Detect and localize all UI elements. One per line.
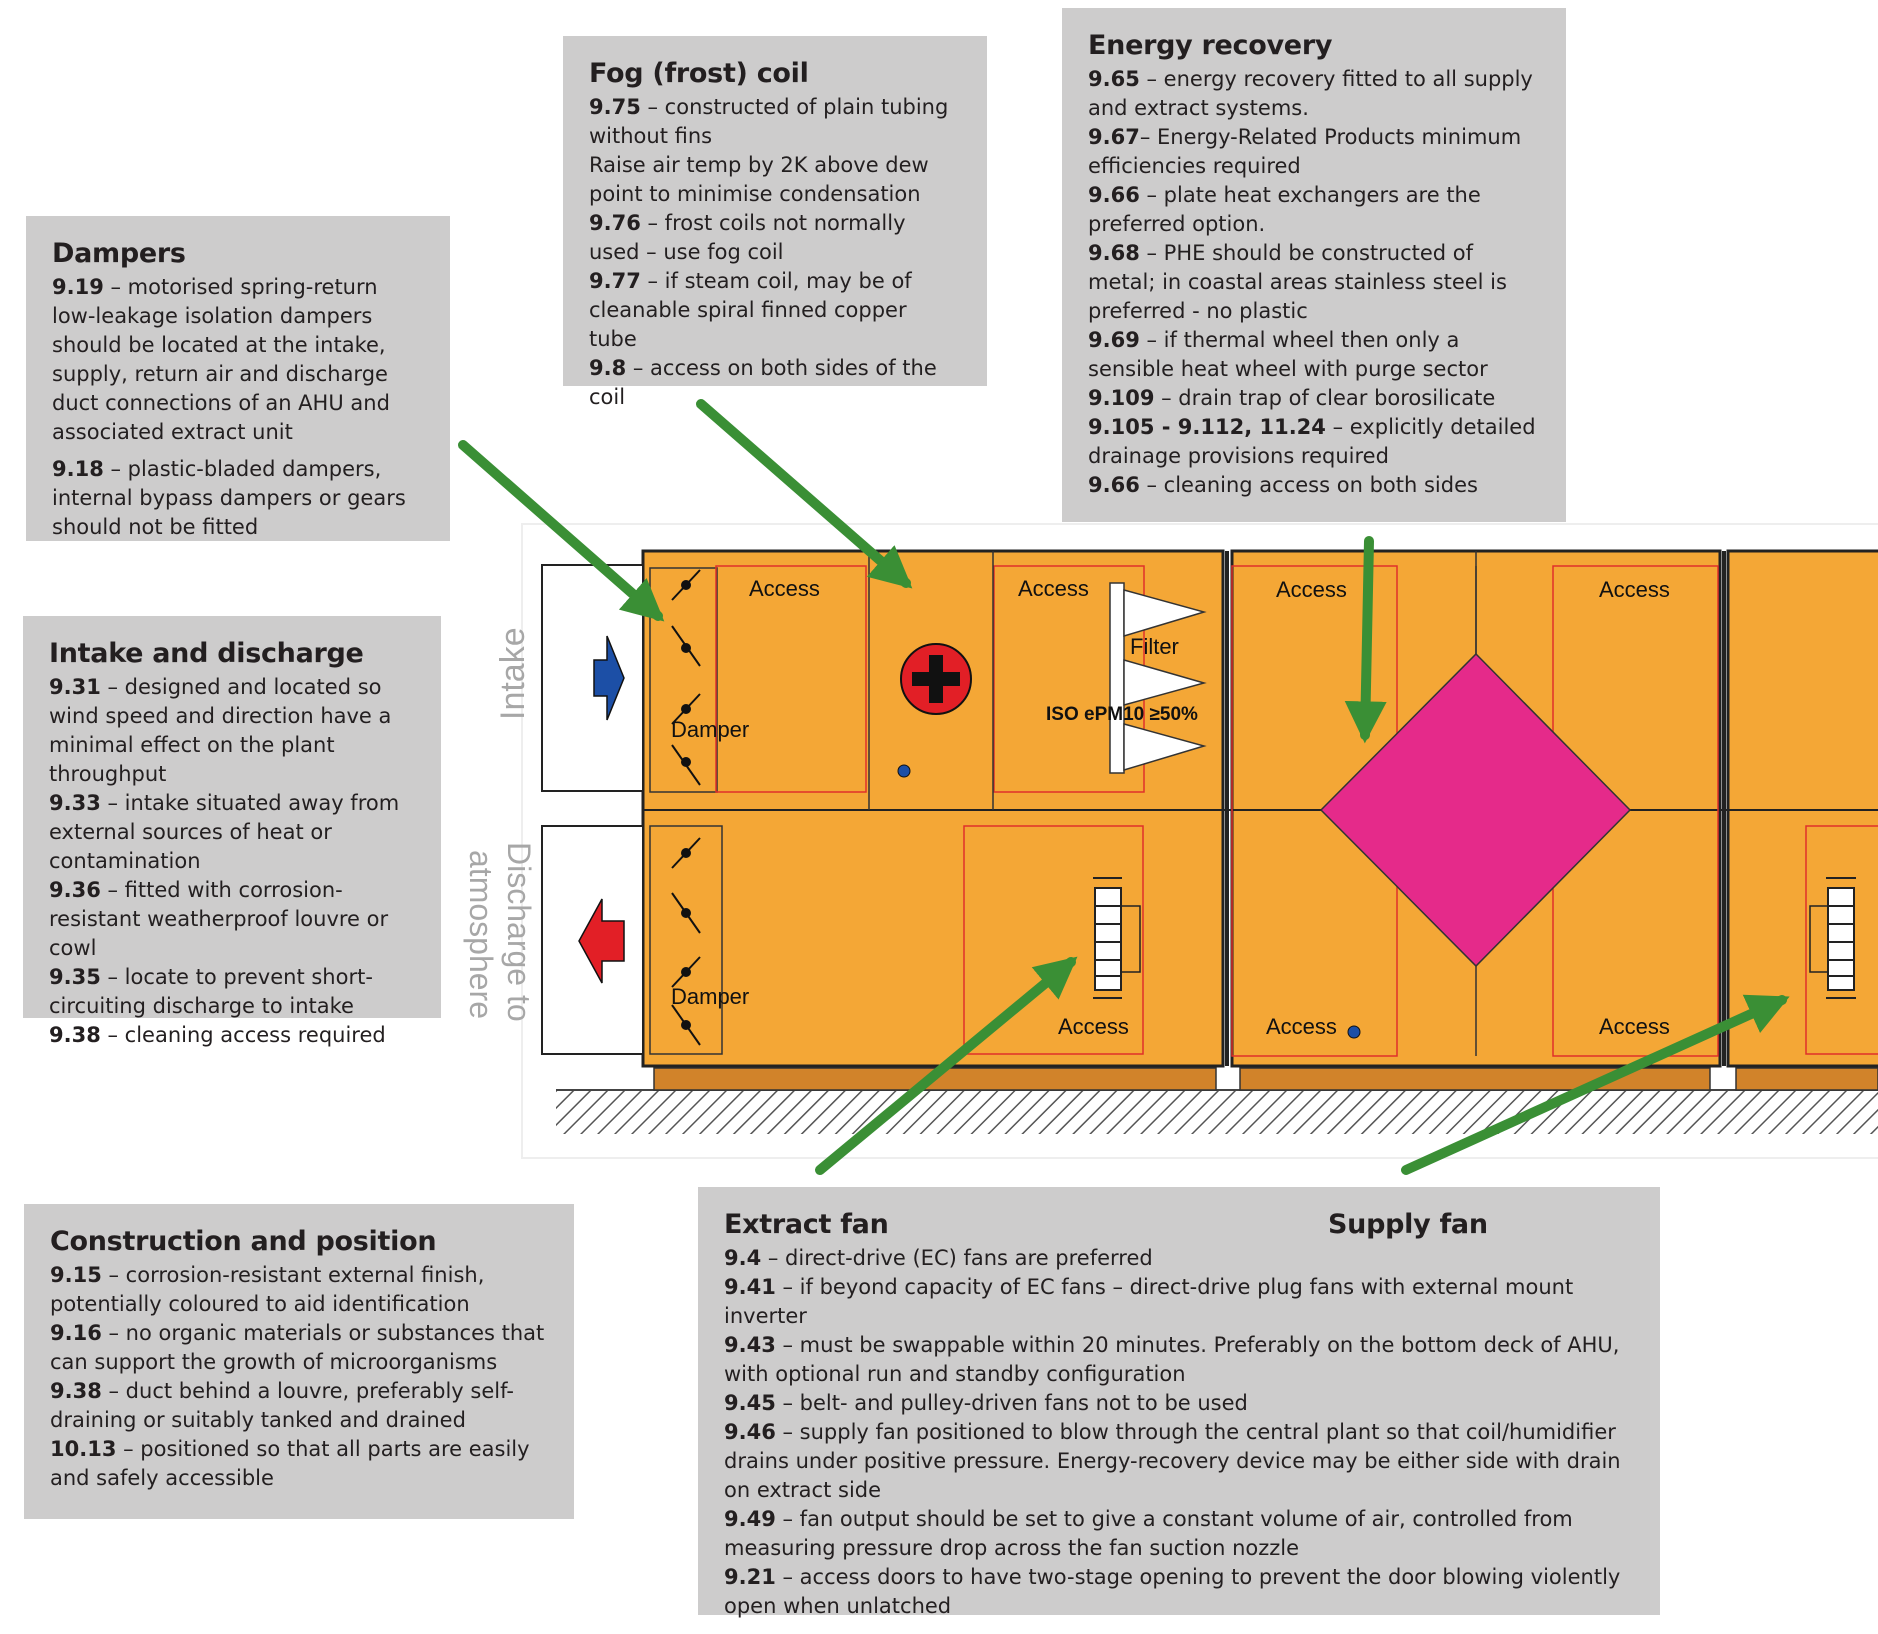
intake-discharge-item: 9.35 – locate to prevent short-circuitin… [49, 965, 373, 1018]
dampers-item: 9.18 – plastic-bladed dampers, internal … [52, 457, 406, 539]
fans-item: 9.43 – must be swappable within 20 minut… [724, 1333, 1620, 1386]
fog-coil-item: 9.77 – if steam coil, may be of cleanabl… [589, 269, 912, 351]
ahu-casing-section-3 [1726, 549, 1878, 1068]
filter-icon [1109, 582, 1207, 774]
fans-item: 9.46 – supply fan positioned to blow thr… [724, 1420, 1621, 1502]
intake-discharge-item: 9.36 – fitted with corrosion-resistant w… [49, 878, 389, 960]
energy-recovery-item: 9.65 – energy recovery fitted to all sup… [1088, 67, 1533, 120]
base-rail [1735, 1067, 1878, 1091]
plate-heat-exchanger-icon [1319, 551, 1632, 968]
energy-recovery-item: 9.68 – PHE should be constructed of meta… [1088, 241, 1507, 323]
pointer-arrow-extract-fan [815, 956, 1078, 1175]
base-rail [1239, 1067, 1711, 1091]
drain-point-icon [897, 764, 911, 778]
access-label: Access [1276, 577, 1347, 602]
fans-item: 9.49 – fan output should be set to give … [724, 1507, 1573, 1560]
supply-fan-title: Supply fan [1328, 1209, 1488, 1240]
construction-item: 9.38 – duct behind a louvre, preferably … [50, 1379, 514, 1432]
intake-discharge-item: 9.31 – designed and located so wind spee… [49, 675, 392, 786]
fans-item: 9.45 – belt- and pulley-driven fans not … [724, 1391, 1248, 1415]
fog-coil-item: 9.75 – constructed of plain tubing witho… [589, 95, 949, 148]
fans-item: 9.41 – if beyond capacity of EC fans – d… [724, 1275, 1574, 1328]
energy-recovery-item: 9.105 - 9.112, 11.24 – explicitly detail… [1088, 415, 1536, 468]
ground-hatch [556, 1090, 1878, 1134]
fans-item: 9.21 – access doors to have two-stage op… [724, 1565, 1621, 1618]
discharge-arrow-shape [578, 898, 625, 984]
intake-opening [541, 564, 644, 792]
access-panel [963, 825, 1144, 1055]
damper-label-extract: Damper [671, 984, 749, 1009]
construction-box: Construction and position 9.15 – corrosi… [24, 1204, 574, 1519]
access-label: Access [1266, 1014, 1337, 1039]
fog-coil-box: Fog (frost) coil 9.75 – constructed of p… [563, 36, 987, 409]
pointer-arrows [458, 399, 1790, 1175]
energy-recovery-item: 9.69 – if thermal wheel then only a sens… [1088, 328, 1488, 381]
extract-fan-icon [1093, 877, 1141, 999]
construction-item: 9.16 – no organic materials or substance… [50, 1321, 545, 1374]
discharge-label-line2: atmosphere [463, 850, 499, 1019]
fans-box: Extract fan Supply fan 9.4 – direct-driv… [698, 1187, 1660, 1618]
intake-arrow-shape [593, 635, 625, 721]
supply-fan-icon [1809, 877, 1856, 999]
access-label: Access [1058, 1014, 1129, 1039]
energy-recovery-title: Energy recovery [1088, 30, 1333, 61]
fog-coil-icon [900, 643, 972, 715]
filter-grade-label: ISO ePM10 ≥50% [1046, 704, 1198, 725]
energy-recovery-item: 9.66 – plate heat exchangers are the pre… [1088, 183, 1481, 236]
access-label: Access [1599, 577, 1670, 602]
ahu-casing-section-1 [641, 549, 1225, 1068]
drain-point-icon [1347, 1025, 1361, 1039]
intake-discharge-box: Intake and discharge 9.31 – designed and… [23, 616, 441, 1047]
fans-item: 9.4 – direct-drive (EC) fans are preferr… [724, 1246, 1153, 1270]
construction-item: 10.13 – positioned so that all parts are… [50, 1437, 530, 1490]
construction-item: 9.15 – corrosion-resistant external fini… [50, 1263, 485, 1316]
dampers-box: Dampers 9.19 – motorised spring-return l… [26, 216, 450, 541]
extract-fan-title: Extract fan [724, 1209, 889, 1240]
damper-label-supply: Damper [671, 717, 749, 742]
extract-damper [649, 825, 723, 1055]
dampers-title: Dampers [52, 238, 186, 269]
pointer-arrow-energy-recovery [1344, 536, 1387, 744]
intake-discharge-item: 9.38 – cleaning access required [49, 1023, 386, 1047]
fog-coil-title: Fog (frost) coil [589, 58, 809, 89]
energy-recovery-item: 9.109 – drain trap of clear borosilicate [1088, 386, 1496, 410]
pointer-arrow-dampers [458, 440, 665, 622]
pointer-arrow-fog-coil [696, 399, 913, 589]
dampers-item: 9.19 – motorised spring-return low-leaka… [52, 275, 390, 444]
fans-heading-row: Extract fan Supply fan [724, 1209, 1634, 1244]
filter-label: Filter [1130, 634, 1179, 659]
access-label: Access [749, 576, 820, 601]
fog-coil-item: 9.8 – access on both sides of the coil [589, 356, 937, 409]
pointer-arrow-supply-fan [1401, 994, 1790, 1175]
construction-title: Construction and position [50, 1226, 437, 1257]
intake-discharge-item: 9.33 – intake situated away from externa… [49, 791, 400, 873]
energy-recovery-item: 9.66 – cleaning access on both sides [1088, 473, 1478, 497]
discharge-label-line1: Discharge to [501, 842, 537, 1022]
access-panel [715, 565, 867, 793]
intake-label: Intake [494, 627, 532, 720]
intake-discharge-title: Intake and discharge [49, 638, 364, 669]
access-label: Access [1599, 1014, 1670, 1039]
access-panel [1805, 825, 1878, 1055]
access-label: Access [1018, 576, 1089, 601]
supply-damper [649, 567, 718, 793]
fog-coil-item: 9.76 – frost coils not normally used – u… [589, 211, 906, 264]
energy-recovery-box: Energy recovery 9.65 – energy recovery f… [1062, 8, 1566, 522]
energy-recovery-item: 9.67– Energy-Related Products minimum ef… [1088, 125, 1522, 178]
fog-coil-item: Raise air temp by 2K above dew point to … [589, 153, 929, 206]
